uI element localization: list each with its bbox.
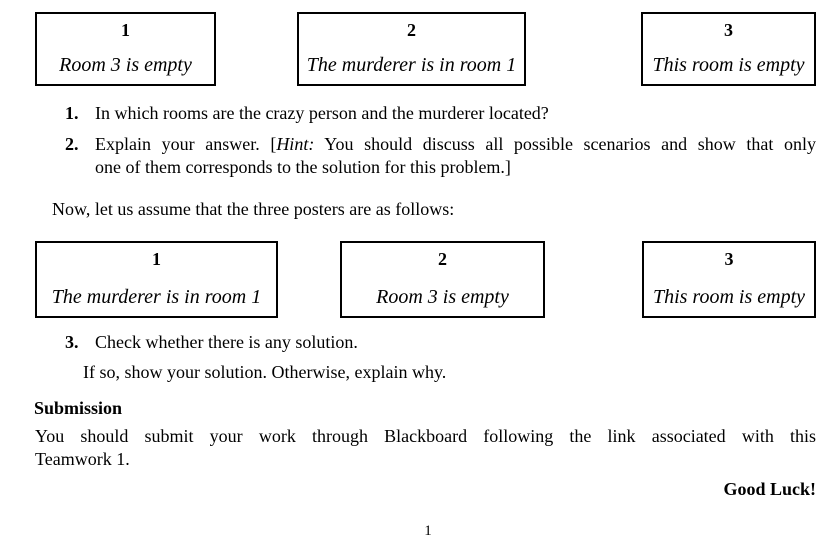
question-2-line1: Explain your answer. [Hint: You should d… bbox=[95, 134, 816, 158]
question-1-number: 1. bbox=[65, 103, 79, 123]
poster-text: This room is empty bbox=[652, 286, 806, 308]
poster-number: 2 bbox=[407, 20, 416, 40]
poster-row2-box2: 2 Room 3 is empty bbox=[340, 241, 545, 318]
question-2-line1-pre: Explain your answer. [ bbox=[95, 134, 277, 154]
submission-line1: You should submit your work through Blac… bbox=[35, 426, 816, 446]
poster-row1-box1: 1 Room 3 is empty bbox=[35, 12, 216, 86]
question-2-line1-post: You should discuss all possible scenario… bbox=[314, 134, 816, 154]
poster-number: 3 bbox=[724, 20, 733, 40]
poster-row2-box3: 3 This room is empty bbox=[642, 241, 816, 318]
poster-row1-box3: 3 This room is empty bbox=[641, 12, 816, 86]
poster-text: The murderer is in room 1 bbox=[306, 54, 517, 76]
question-2-number: 2. bbox=[65, 134, 79, 154]
poster-row2-box1: 1 The murderer is in room 1 bbox=[35, 241, 278, 318]
poster-number: 1 bbox=[121, 20, 130, 40]
poster-number: 1 bbox=[152, 249, 161, 269]
question-2-line2: one of them corresponds to the solution … bbox=[95, 157, 511, 177]
question-3-number: 3. bbox=[65, 332, 79, 352]
page-number: 1 bbox=[424, 523, 432, 539]
poster-text: Room 3 is empty bbox=[59, 54, 192, 76]
now-assume-text: Now, let us assume that the three poster… bbox=[52, 199, 455, 219]
poster-number: 3 bbox=[724, 249, 734, 269]
question-3-text: Check whether there is any solution. bbox=[95, 332, 358, 352]
submission-heading: Submission bbox=[34, 398, 123, 418]
poster-number: 2 bbox=[438, 249, 447, 269]
poster-text: Room 3 is empty bbox=[376, 286, 509, 308]
question-2-hint: Hint: bbox=[276, 134, 315, 154]
submission-line2: Teamwork 1. bbox=[35, 449, 130, 469]
poster-row1-box2: 2 The murderer is in room 1 bbox=[297, 12, 526, 86]
question-1-text: In which rooms are the crazy person and … bbox=[95, 103, 549, 123]
poster-text: This room is empty bbox=[652, 54, 805, 76]
question-3-followup: If so, show your solution. Otherwise, ex… bbox=[83, 362, 447, 382]
poster-text: The murderer is in room 1 bbox=[51, 286, 262, 308]
good-luck-text: Good Luck! bbox=[723, 479, 816, 499]
